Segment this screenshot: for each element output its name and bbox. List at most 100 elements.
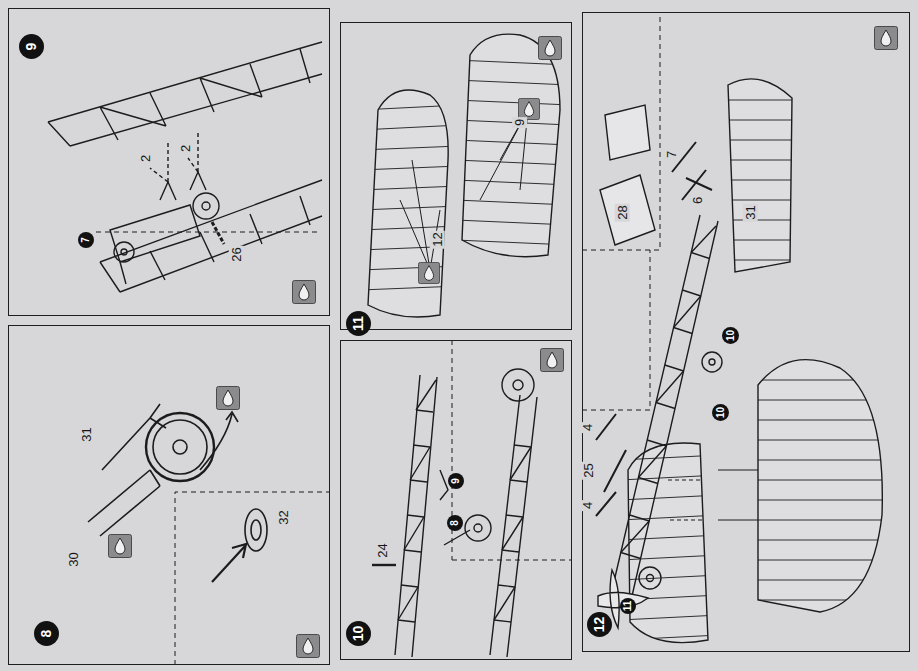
truss-detail-drawing bbox=[372, 340, 572, 657]
airframe-drawing bbox=[582, 250, 650, 410]
callout-number: 25 bbox=[581, 461, 596, 479]
airframe-drawing bbox=[620, 455, 720, 640]
label-holder: 30 bbox=[64, 550, 82, 568]
wing-drawing bbox=[462, 34, 560, 257]
callout-number: 31 bbox=[79, 425, 94, 443]
callout-number: 4 bbox=[580, 499, 595, 510]
fuselage-drawing bbox=[100, 180, 322, 292]
wheel-drawing bbox=[245, 509, 267, 551]
label-holder: 10 bbox=[712, 402, 729, 421]
glue-icon bbox=[297, 635, 320, 658]
wheel-drawing bbox=[88, 404, 330, 665]
label-holder: 2 bbox=[140, 149, 151, 167]
fuselage-drawing bbox=[202, 202, 210, 210]
callout-number: 7 bbox=[664, 148, 679, 159]
circled-callout: 10 bbox=[712, 404, 729, 421]
circled-callout: 10 bbox=[722, 327, 739, 344]
airframe-drawing bbox=[621, 253, 710, 559]
fuselage-drawing bbox=[212, 222, 224, 244]
label-holder: 9 bbox=[448, 470, 464, 489]
airframe-drawing bbox=[702, 352, 722, 372]
step-number: 12 bbox=[587, 612, 612, 637]
fuselage-drawing bbox=[48, 42, 322, 292]
fuselage-drawing bbox=[160, 172, 206, 200]
airframe-drawing bbox=[709, 359, 715, 365]
truss-detail-drawing bbox=[440, 470, 470, 545]
callout-number: 32 bbox=[276, 508, 291, 526]
airframe-drawing bbox=[582, 14, 890, 643]
airframe-drawing bbox=[720, 100, 800, 260]
airframe-drawing bbox=[600, 105, 655, 245]
label-holder: 4 bbox=[582, 418, 593, 436]
label-holder: 7 bbox=[78, 229, 94, 248]
callout-number: 24 bbox=[375, 541, 390, 559]
step-number: 10 bbox=[346, 621, 371, 646]
callout-number: 26 bbox=[229, 245, 244, 263]
wing-drawing bbox=[480, 110, 528, 200]
fuselage-drawing bbox=[110, 205, 200, 284]
wheel-drawing bbox=[251, 520, 261, 540]
circled-callout: 9 bbox=[448, 473, 464, 489]
truss-detail-drawing bbox=[372, 564, 396, 566]
label-holder: 24 bbox=[373, 541, 391, 559]
callout-number: 6 bbox=[690, 194, 705, 205]
wheel-drawing bbox=[102, 404, 166, 470]
truss-detail-drawing bbox=[494, 445, 531, 622]
step-panel: 11 bbox=[340, 22, 572, 330]
label-holder: 11 bbox=[620, 595, 636, 614]
wing-drawing bbox=[360, 105, 460, 290]
wheel-drawing bbox=[88, 470, 160, 536]
truss-detail-drawing bbox=[513, 380, 523, 390]
fuselage-drawing bbox=[100, 49, 310, 140]
wing-drawing bbox=[368, 90, 448, 317]
fuselage-drawing bbox=[96, 232, 320, 233]
airframe-drawing bbox=[582, 14, 660, 250]
circled-callout: 8 bbox=[447, 515, 463, 531]
label-holder: 6 bbox=[692, 191, 703, 209]
airframe-drawing bbox=[612, 215, 718, 596]
label-holder: 32 bbox=[274, 508, 292, 526]
label-holder: 4 bbox=[582, 496, 593, 514]
fuselage-drawing bbox=[150, 132, 198, 182]
step-number: 11 bbox=[346, 311, 371, 336]
circled-callout: 11 bbox=[620, 598, 636, 614]
step-panel: 9 bbox=[8, 8, 330, 316]
glue-icon bbox=[875, 27, 898, 50]
glue-icon bbox=[541, 349, 564, 372]
glue-icon bbox=[293, 281, 316, 304]
truss-detail-drawing bbox=[465, 515, 491, 541]
truss-detail-drawing bbox=[474, 524, 482, 532]
callout-number: 9 bbox=[512, 116, 527, 127]
airframe-drawing bbox=[596, 414, 626, 516]
fuselage-drawing bbox=[114, 242, 134, 262]
label-holder: 2 bbox=[180, 139, 191, 157]
wheel-drawing bbox=[175, 492, 330, 665]
step-panel: 12 bbox=[582, 12, 910, 652]
airframe-drawing bbox=[718, 470, 758, 520]
glue-icon bbox=[418, 262, 439, 283]
truss-detail-drawing bbox=[395, 375, 437, 657]
truss-detail-drawing bbox=[452, 340, 572, 560]
callout-number: 30 bbox=[66, 550, 81, 568]
label-holder: 28 bbox=[613, 203, 631, 221]
glue-icon bbox=[539, 37, 562, 60]
step-panel: 10 bbox=[340, 340, 572, 660]
truss-detail-drawing bbox=[490, 395, 537, 657]
airframe-drawing bbox=[750, 380, 890, 600]
step-number: 8 bbox=[34, 621, 59, 646]
label-holder: 10 bbox=[722, 325, 739, 344]
glue-icon bbox=[217, 387, 240, 410]
fuselage-drawing bbox=[150, 196, 310, 280]
callout-number: 12 bbox=[430, 230, 445, 248]
label-holder: 7 bbox=[666, 145, 677, 163]
callout-number: 2 bbox=[138, 152, 153, 163]
airframe-drawing bbox=[668, 480, 704, 520]
fuselage-drawing bbox=[193, 193, 219, 219]
airframe-drawing bbox=[639, 567, 661, 589]
label-holder: 9 bbox=[514, 113, 525, 131]
circled-callout: 7 bbox=[78, 232, 94, 248]
